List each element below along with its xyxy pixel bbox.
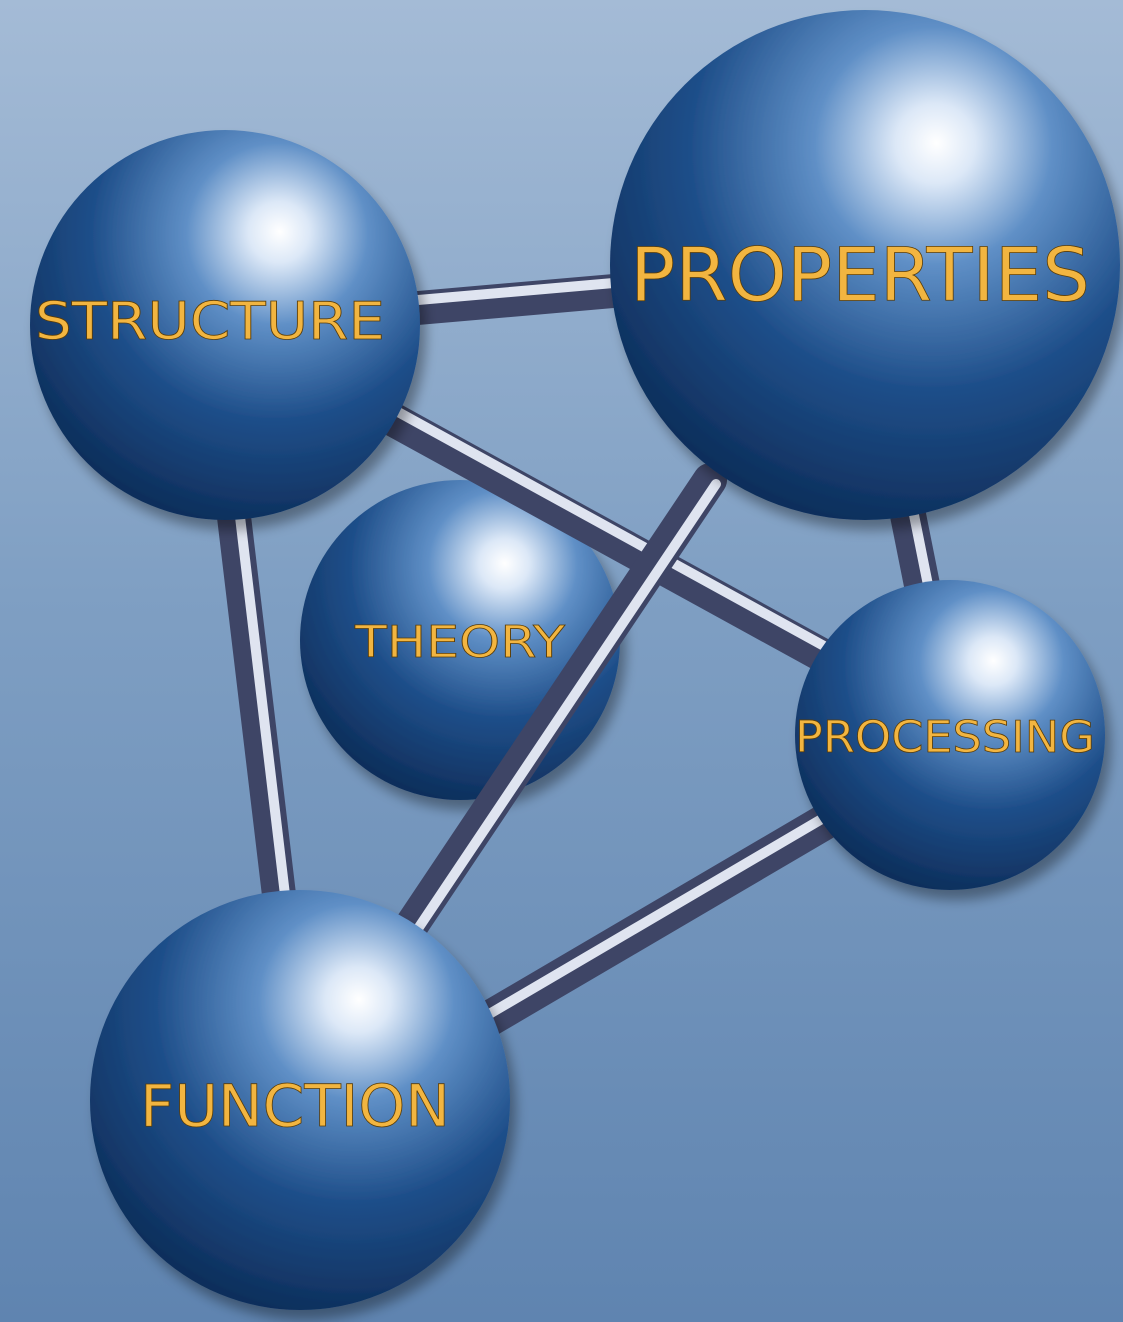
processing-label: PROCESSING	[795, 712, 1095, 763]
rod-structure-function-highlight	[233, 495, 293, 925]
structure-sphere	[30, 130, 420, 520]
properties-label: PROPERTIES	[630, 233, 1090, 319]
rod-processing-function-highlight	[469, 798, 854, 1028]
function-label: FUNCTION	[140, 1072, 450, 1140]
processing-sphere	[795, 580, 1105, 890]
rod-properties-function-highlight	[396, 479, 721, 959]
rod-properties-function	[378, 463, 727, 967]
structure-label: STRUCTURE	[35, 292, 385, 352]
connector-rods	[215, 273, 943, 1048]
theory-label: THEORY	[354, 617, 565, 668]
rod-structure-function	[215, 483, 299, 937]
rod-structure-properties-highlight	[390, 277, 630, 307]
rod-structure-processing-highlight	[384, 402, 849, 662]
rod-structure-processing	[368, 398, 857, 682]
properties-sphere	[610, 10, 1120, 520]
function-sphere	[90, 890, 510, 1310]
rod-structure-properties	[378, 273, 642, 327]
